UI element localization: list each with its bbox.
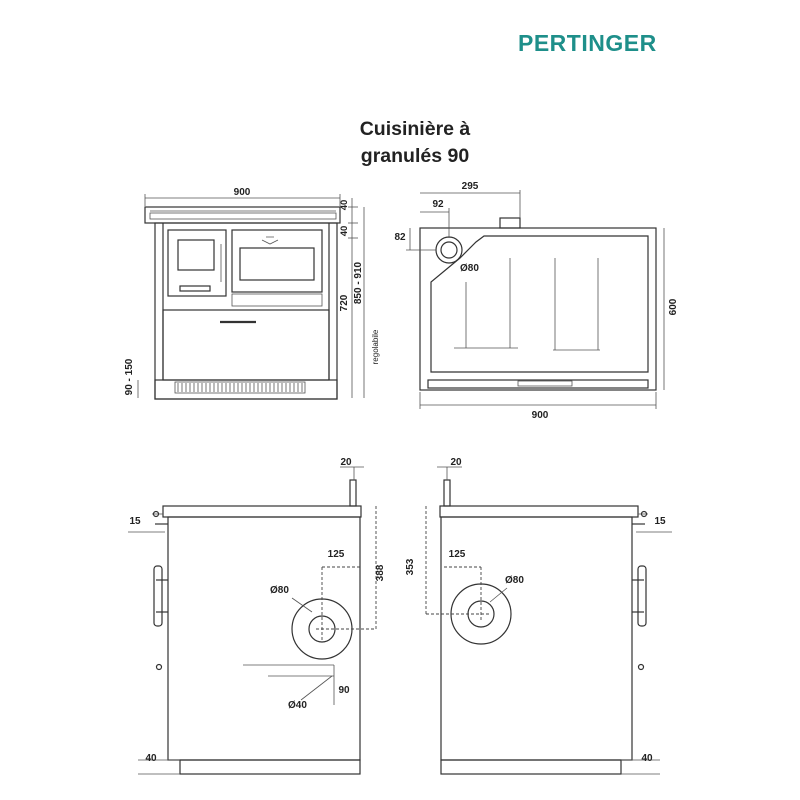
top-diam-80-label: Ø80 (460, 263, 479, 274)
front-oven-emblem (261, 236, 279, 245)
right-handle (637, 565, 647, 627)
top-outline (419, 227, 657, 391)
left-90-label: 90 (338, 685, 350, 696)
top-flue-inner (440, 241, 458, 259)
top-92-label: 92 (432, 199, 444, 210)
page-title: Cuisinière à granulés 90 (300, 116, 530, 170)
left-flue-stub (349, 479, 357, 507)
front-oven-door (231, 229, 323, 293)
front-top-40a-label: 40 (339, 200, 350, 211)
front-cabinet (162, 309, 330, 381)
right-top-plate (439, 505, 639, 518)
side-left-view: 125 388 Ø80 20 15 90 Ø40 40 (128, 457, 386, 775)
left-40-label: 40 (145, 753, 157, 764)
top-82-label: 82 (394, 232, 406, 243)
front-vent-slats (177, 383, 303, 392)
front-plinth (154, 379, 338, 400)
right-bolt (637, 663, 645, 671)
front-pellet-window (177, 239, 215, 271)
left-bolt (155, 663, 163, 671)
front-body (154, 222, 338, 400)
front-drawer-strip (231, 293, 323, 307)
left-top-plate (162, 505, 362, 518)
top-front-rail (427, 379, 649, 389)
side-right-view: 125 353 Ø80 20 15 40 (405, 457, 672, 775)
top-flue-collar (499, 217, 521, 229)
right-diam-80-label: Ø80 (505, 575, 524, 586)
left-388-label: 388 (375, 564, 386, 581)
brand-logo: PERTINGER (518, 30, 657, 56)
right-diam-80-leader (489, 587, 508, 603)
front-view: 900 40 40 720 850 - 910 regolabile 90 - … (124, 187, 380, 400)
top-600-label: 600 (668, 298, 679, 315)
right-353-label: 353 (405, 558, 416, 575)
top-hotplate (430, 235, 649, 373)
left-base (179, 759, 361, 775)
front-height-850-910-label: 850 - 910 (353, 261, 364, 304)
left-15-label: 15 (129, 516, 141, 527)
title-line-1: Cuisinière à (359, 118, 471, 140)
right-20-label: 20 (450, 457, 462, 468)
right-body (440, 516, 633, 761)
front-height-720-label: 720 (339, 294, 350, 311)
right-flue-stub (443, 479, 451, 507)
front-rail (149, 212, 337, 220)
right-40-label: 40 (641, 753, 653, 764)
left-handle (153, 565, 163, 627)
right-125-label: 125 (449, 549, 466, 560)
left-diam-40-label: Ø40 (288, 700, 307, 711)
left-20-label: 20 (340, 457, 352, 468)
top-295-label: 295 (462, 181, 479, 192)
front-pellet-handle (179, 285, 211, 292)
right-base (440, 759, 622, 775)
right-rail-knob (640, 510, 648, 518)
left-diam-40-leader (300, 675, 333, 701)
left-diam-80-leader (291, 597, 313, 613)
title-line-2: granulés 90 (360, 145, 470, 167)
front-feet-label: 90 - 150 (124, 358, 135, 395)
top-plate-lines (454, 258, 600, 351)
left-flue-ring-inner (308, 615, 336, 643)
front-width-label: 900 (234, 187, 251, 198)
left-rail-knob (152, 510, 160, 518)
front-pellet-door (167, 229, 227, 297)
top-view: 295 92 82 Ø80 600 900 (394, 181, 679, 421)
top-flue-outer (435, 236, 463, 264)
top-900-label: 900 (532, 410, 549, 421)
front-vent-grille (174, 381, 306, 394)
left-125-label: 125 (328, 549, 345, 560)
right-15-label: 15 (654, 516, 666, 527)
front-top-40b-label: 40 (339, 226, 350, 237)
left-diam-80-label: Ø80 (270, 585, 289, 596)
front-cooktop (144, 206, 341, 224)
top-handle (517, 380, 573, 387)
front-oven-window (239, 247, 315, 281)
front-regolabile-label: regolabile (371, 329, 380, 364)
